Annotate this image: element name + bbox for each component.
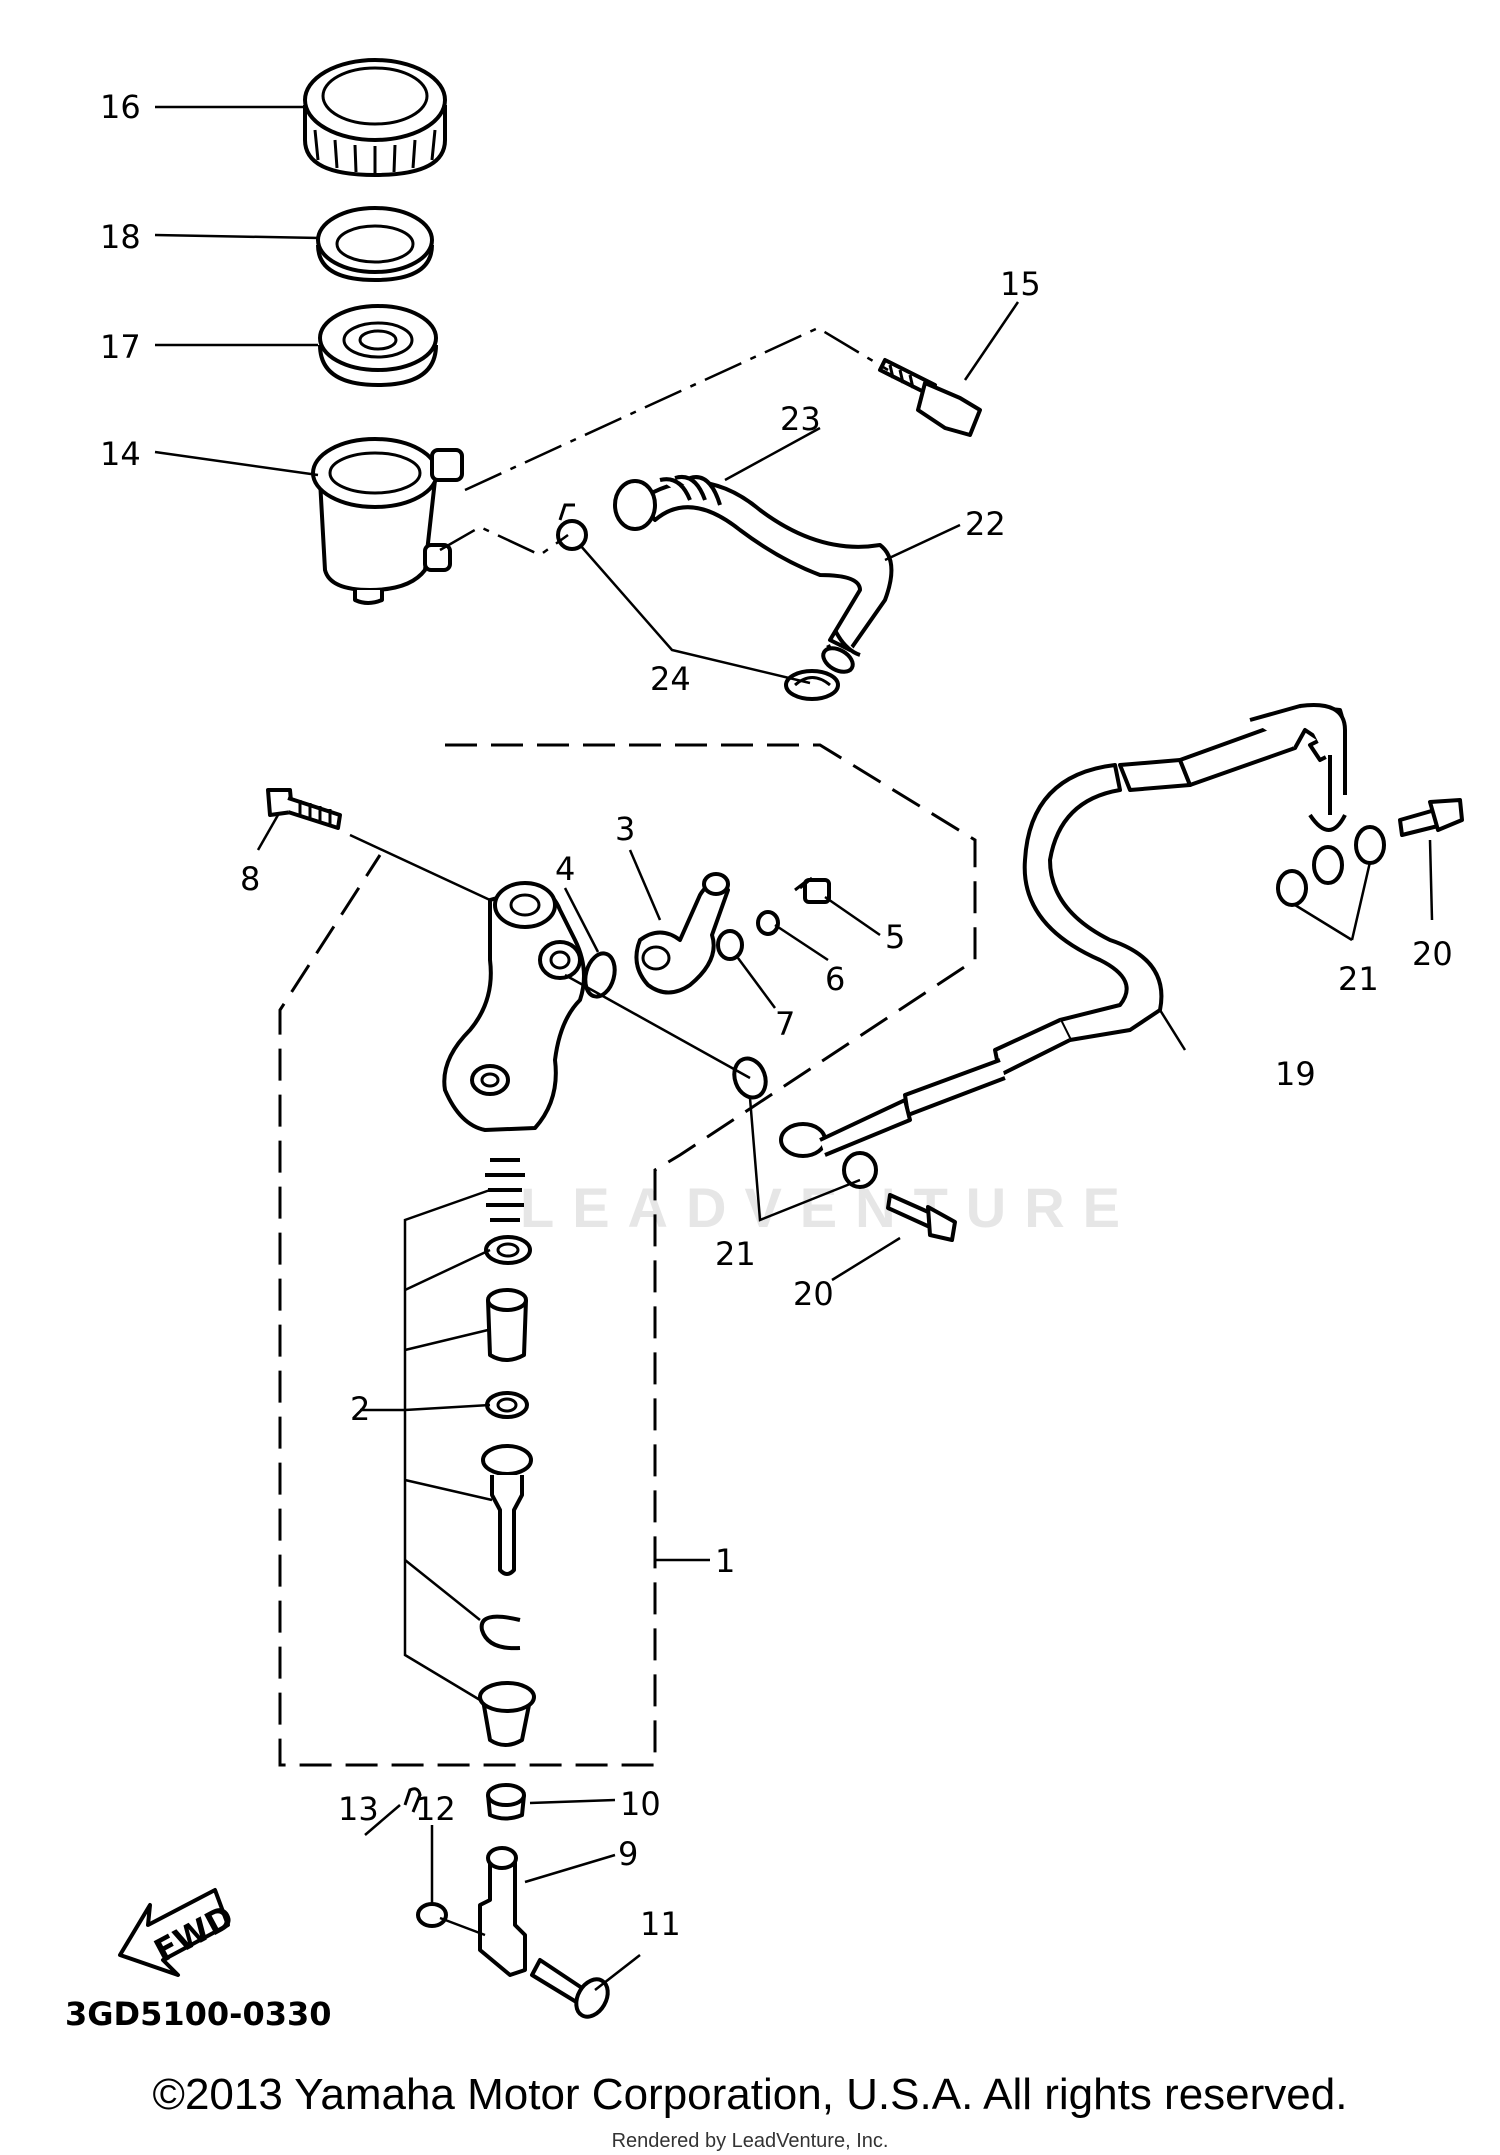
- part-15-bolt[interactable]: [878, 358, 982, 437]
- callout-10: 10: [620, 1785, 661, 1823]
- part-6-washer[interactable]: [756, 910, 780, 936]
- callout-20b: 20: [793, 1275, 834, 1313]
- callout-15: 15: [1000, 265, 1041, 303]
- part-18-holder[interactable]: [316, 206, 434, 282]
- callout-18: 18: [100, 218, 141, 256]
- callout-2: 2: [350, 1390, 370, 1428]
- part-21-washer-4[interactable]: [1354, 825, 1386, 865]
- part-12-washer[interactable]: [416, 1902, 448, 1928]
- callout-14: 14: [100, 435, 141, 473]
- part-2-piston-kit[interactable]: [478, 1158, 536, 1747]
- copyright-notice: ©2013 Yamaha Motor Corporation, U.S.A. A…: [152, 2070, 1348, 2119]
- callout-8: 8: [240, 860, 260, 898]
- callout-5: 5: [885, 918, 905, 956]
- part-20-bolt-upper[interactable]: [1398, 798, 1464, 837]
- callout-24: 24: [650, 660, 691, 698]
- part-24-clip-bottom[interactable]: [784, 669, 840, 701]
- callout-6: 6: [825, 960, 845, 998]
- part-9-clevis[interactable]: [478, 1846, 527, 1977]
- callout-1: 1: [715, 1542, 735, 1580]
- part-11-pin[interactable]: [530, 1958, 614, 2022]
- callout-13: 13: [338, 1790, 379, 1828]
- part-8-bolt[interactable]: [266, 788, 342, 830]
- part-7-washer[interactable]: [716, 929, 744, 961]
- callout-23: 23: [780, 400, 821, 438]
- callout-9: 9: [618, 1835, 638, 1873]
- callout-21b: 21: [715, 1235, 756, 1273]
- part-19-brake-hose[interactable]: [779, 703, 1347, 1158]
- callout-17: 17: [100, 328, 141, 366]
- part-13-cotter[interactable]: [403, 1787, 422, 1813]
- part-21-washer-2[interactable]: [842, 1151, 878, 1189]
- part-17-diaphragm[interactable]: [318, 304, 438, 387]
- part-24-clip-top[interactable]: [556, 503, 588, 551]
- fwd-arrow-icon: FWD: [118, 1888, 240, 1977]
- part-4-oring[interactable]: [581, 950, 619, 1000]
- part-20-bolt-lower[interactable]: [886, 1193, 957, 1242]
- callout-19: 19: [1275, 1055, 1316, 1093]
- part-14-reservoir[interactable]: [311, 437, 464, 605]
- part-10-nut[interactable]: [486, 1783, 526, 1821]
- callout-3: 3: [615, 810, 635, 848]
- part-16-cap[interactable]: [303, 58, 447, 177]
- callout-12: 12: [415, 1790, 456, 1828]
- part-22-hose[interactable]: [613, 475, 894, 677]
- diagram-code: 3GD5100-0330: [65, 1995, 332, 2033]
- callout-20a: 20: [1412, 935, 1453, 973]
- part-3-union[interactable]: [634, 872, 730, 995]
- part-21-washer-3[interactable]: [1276, 869, 1308, 907]
- callout-11: 11: [640, 1905, 681, 1943]
- callout-7: 7: [775, 1005, 795, 1043]
- rendered-by-credit: Rendered by LeadVenture, Inc.: [611, 2130, 889, 2152]
- callout-16: 16: [100, 88, 141, 126]
- callout-21a: 21: [1338, 960, 1379, 998]
- part-5-screw[interactable]: [794, 876, 831, 904]
- watermark: LEADVENTURE: [520, 1176, 1139, 1239]
- callout-4: 4: [555, 850, 575, 888]
- callout-22: 22: [965, 505, 1006, 543]
- part-1-body[interactable]: [442, 881, 586, 1132]
